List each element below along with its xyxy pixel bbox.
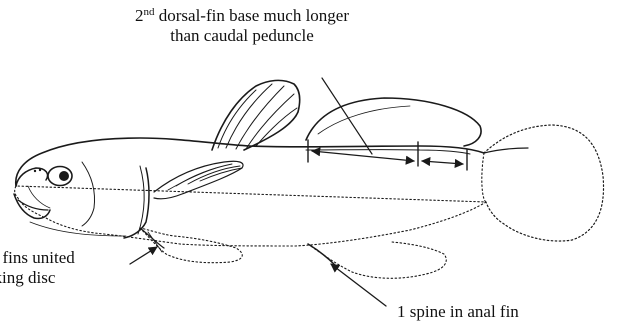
dorsal-base-measurement [308,140,418,166]
dorsal-leader-line [322,78,372,154]
dorsal-fin-label-line1: 2nd dorsal-fin base much longer [122,6,362,26]
dorsal-fin-label-line2: than caudal peduncle [122,26,362,46]
second-dorsal-fin [306,98,481,146]
pelvic-fin-label-line2: cking disc [0,268,75,288]
pelvic-leader-line [130,247,157,264]
anal-fin [308,242,446,278]
caudal-peduncle-measurement [422,150,467,170]
pelvic-fin-label: ic fins united cking disc [0,248,75,288]
first-dorsal-fin [212,80,300,150]
dorsal-fin-label: 2nd dorsal-fin base much longer than cau… [122,6,362,46]
fish-body [15,138,486,246]
dorsal-fin-label-rest: dorsal-fin base much longer [155,6,350,25]
pelvic-fin-disc [140,228,242,263]
caudal-fin [484,125,604,241]
fish-head [14,162,149,238]
pelvic-fin-label-line1: ic fins united [0,248,75,268]
dorsal-fin-ordinal: 2 [135,6,144,25]
anal-leader-line [331,264,386,306]
anal-fin-label: 1 spine in anal fin [397,302,519,322]
dorsal-fin-ordinal-suffix: nd [144,6,155,18]
